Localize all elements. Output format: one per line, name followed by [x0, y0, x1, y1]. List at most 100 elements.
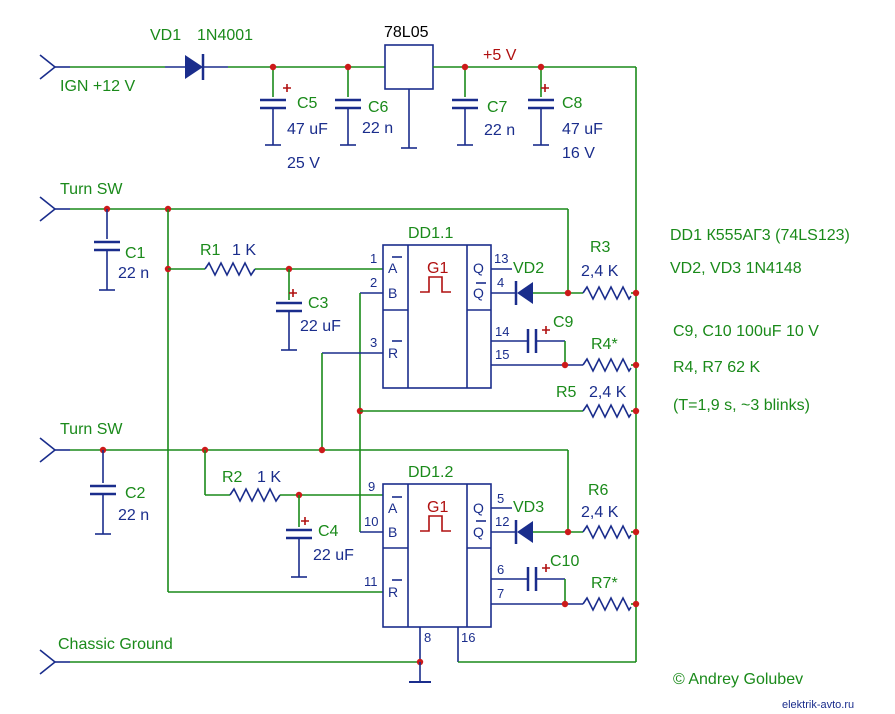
c1-capacitor: [94, 209, 120, 291]
chassis-ground-arrow: [39, 649, 70, 675]
c3-capacitor: [276, 269, 302, 351]
rail-5v-label: +5 V: [483, 47, 517, 64]
pin-5: 5: [497, 491, 504, 506]
vd2-label: VD2: [513, 260, 544, 277]
c8-capacitor: [528, 67, 554, 146]
pin-r-label: R: [388, 345, 398, 361]
r2-value: 1 K: [257, 469, 281, 486]
c2-capacitor: [90, 450, 116, 535]
pin-11: 11: [364, 574, 378, 589]
r6-label: R6: [588, 482, 609, 499]
r4-resistor: [582, 357, 632, 373]
pin-16: 16: [461, 630, 475, 645]
vd1-label: VD1: [150, 27, 181, 44]
c7-label: C7: [487, 99, 508, 116]
pin-1: 1: [370, 251, 377, 266]
pin-10: 10: [364, 514, 378, 529]
pin-qbar-label: Q: [473, 285, 484, 301]
r1-label: R1: [200, 242, 221, 259]
vd3-label: VD3: [513, 499, 544, 516]
c5-label: C5: [297, 95, 318, 112]
note-caps: C9, C10 100uF 10 V: [673, 323, 819, 340]
pin-8: 8: [424, 630, 431, 645]
c4-value: 22 uF: [313, 547, 354, 564]
pin-9: 9: [368, 479, 375, 494]
dd1-1-label: DD1.1: [408, 225, 453, 242]
note-res: R4, R7 62 K: [673, 359, 760, 376]
r6-value: 2,4 K: [581, 504, 619, 521]
turn-sw-2-arrow: [39, 437, 70, 463]
chassis-ground-label: Chassic Ground: [58, 636, 173, 653]
c8-value: 47 uF: [562, 121, 603, 138]
c9-label: C9: [553, 314, 574, 331]
note-vd: VD2, VD3 1N4148: [670, 260, 802, 277]
c3-value: 22 uF: [300, 318, 341, 335]
pin-12: 12: [495, 514, 509, 529]
r5-value: 2,4 K: [589, 384, 627, 401]
r3-label: R3: [590, 239, 611, 256]
pin-13: 13: [494, 251, 508, 266]
c6-label: C6: [368, 99, 389, 116]
vd1-part-label: 1N4001: [197, 27, 253, 44]
r2-resistor: [229, 487, 281, 503]
watermark: elektrik-avto.ru: [782, 699, 854, 711]
c10-label: C10: [550, 553, 579, 570]
note-dd1: DD1 К555АГ3 (74LS123): [670, 227, 850, 244]
vd3-diode: [514, 520, 533, 544]
pin-b-label: B: [388, 285, 397, 301]
pin-b2-label: B: [388, 524, 397, 540]
c2-value: 22 n: [118, 507, 149, 524]
r5-resistor: [582, 403, 632, 419]
pin-15: 15: [495, 347, 509, 362]
note-timing: (T=1,9 s, ~3 blinks): [673, 397, 810, 414]
pin-a2-label: A: [388, 500, 398, 516]
c7-value: 22 n: [484, 122, 515, 139]
r7-label: R7*: [591, 575, 618, 592]
turn-sw-1-arrow: [39, 196, 70, 222]
c2-label: C2: [125, 485, 146, 502]
pin-4: 4: [497, 275, 504, 290]
g1-label-b: G1: [427, 499, 448, 516]
r1-resistor: [204, 261, 256, 277]
c3-label: C3: [308, 295, 329, 312]
c1-value: 22 n: [118, 265, 149, 282]
pin-qbar2-label: Q: [473, 524, 484, 540]
g1-label-a: G1: [427, 260, 448, 277]
c4-capacitor: [286, 495, 312, 578]
c5-voltage: 25 V: [287, 155, 320, 172]
pin-r2-label: R: [388, 584, 398, 600]
c6-value: 22 n: [362, 120, 393, 137]
vd2-diode: [514, 281, 533, 305]
copyright: © Andrey Golubev: [673, 671, 803, 688]
dd1-2-label: DD1.2: [408, 464, 453, 481]
pin-7: 7: [497, 586, 504, 601]
ign-input-arrow: [39, 54, 70, 80]
pin-2: 2: [370, 275, 377, 290]
pin-a-label: A: [388, 260, 398, 276]
pin-14: 14: [495, 324, 509, 339]
regulator-label: 78L05: [384, 24, 429, 41]
r5-label: R5: [556, 384, 577, 401]
r3-resistor: [582, 285, 632, 301]
r2-label: R2: [222, 469, 243, 486]
r1-value: 1 K: [232, 242, 256, 259]
ign-label: IGN +12 V: [60, 78, 135, 95]
c10-capacitor: [526, 564, 550, 591]
c5-capacitor: [260, 67, 291, 146]
c7-capacitor: [452, 67, 478, 146]
c6-capacitor: [335, 67, 361, 146]
c4-label: C4: [318, 523, 339, 540]
c5-value: 47 uF: [287, 121, 328, 138]
r4-label: R4*: [591, 336, 618, 353]
c8-label: C8: [562, 95, 583, 112]
turn-sw-1-label: Turn SW: [60, 181, 123, 198]
c8-voltage: 16 V: [562, 145, 595, 162]
pin-3: 3: [370, 335, 377, 350]
pin-6: 6: [497, 562, 504, 577]
r6-resistor: [582, 524, 632, 540]
dd1-1-chip: [382, 244, 492, 389]
r7-resistor: [582, 596, 632, 612]
dd1-2-chip: [382, 483, 492, 628]
turn-sw-2-label: Turn SW: [60, 421, 123, 438]
